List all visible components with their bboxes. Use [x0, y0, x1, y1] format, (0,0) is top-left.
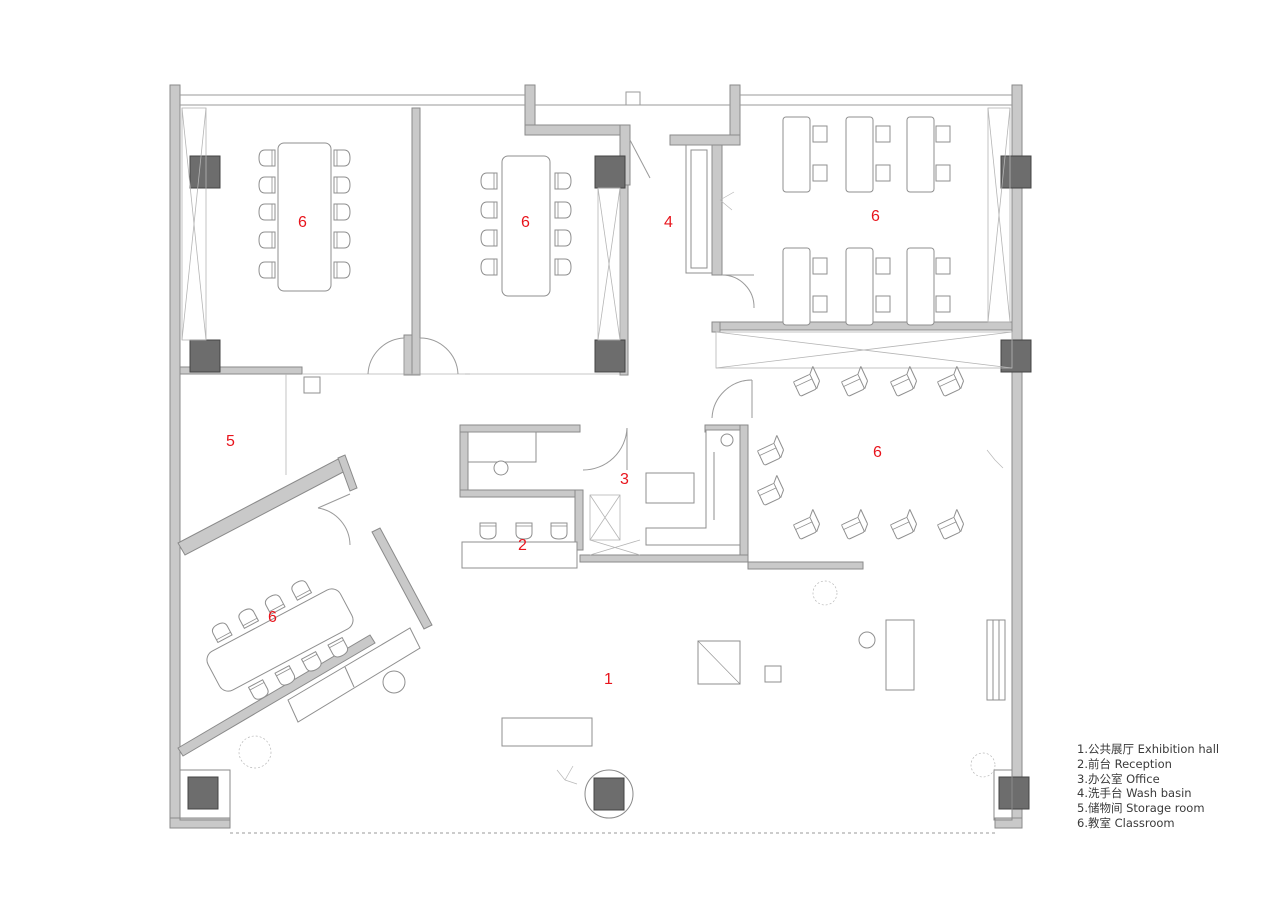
outer-walls: [169, 84, 1023, 829]
room-label-6-topcenter: 6: [521, 214, 530, 231]
plants: [238, 191, 1004, 785]
legend-item-1: 1.公共展厅 Exhibition hall: [1077, 742, 1220, 756]
wash-basin: [685, 144, 713, 274]
doors: [317, 139, 755, 546]
room-label-6-right: 6: [873, 444, 882, 461]
room-label-6-topright: 6: [871, 208, 880, 225]
legend-item-4: 4.洗手台 Wash basin: [1077, 786, 1192, 801]
top-glazing: [180, 91, 1012, 834]
room-label-5: 5: [226, 433, 235, 450]
room-label-1: 1: [604, 671, 613, 688]
room-label-3: 3: [620, 471, 629, 488]
legend-item-6: 6.教室 Classroom: [1077, 815, 1175, 830]
glass-partitions: [181, 107, 1013, 556]
room-6b-furniture: [480, 155, 572, 297]
room-6c-furniture: [782, 116, 951, 326]
room-label-4: 4: [664, 214, 673, 231]
room-6d-cabinet: [287, 627, 421, 723]
room-6d-furniture: [206, 578, 354, 702]
interior-walls: [177, 107, 1013, 757]
legend-item-5: 5.储物间 Storage room: [1077, 801, 1205, 816]
storage-items: [303, 376, 321, 394]
room-6e-furniture: [754, 365, 967, 540]
legend-item-3: 3.办公室 Office: [1077, 771, 1160, 786]
legend: 1.公共展厅 Exhibition hall 2.前台 Reception 3.…: [1077, 742, 1219, 831]
room-6a-furniture: [258, 142, 351, 292]
columns: [187, 155, 1032, 811]
reception-furniture: [461, 522, 578, 569]
room-label-6-angled: 6: [268, 609, 277, 626]
room-label-2: 2: [518, 537, 527, 554]
column-surrounds: [179, 769, 1013, 821]
office-furniture: [467, 429, 741, 546]
exhibition-furniture: [501, 619, 1006, 747]
room-label-6-topleft: 6: [298, 214, 307, 231]
legend-item-2: 2.前台 Reception: [1077, 756, 1172, 771]
